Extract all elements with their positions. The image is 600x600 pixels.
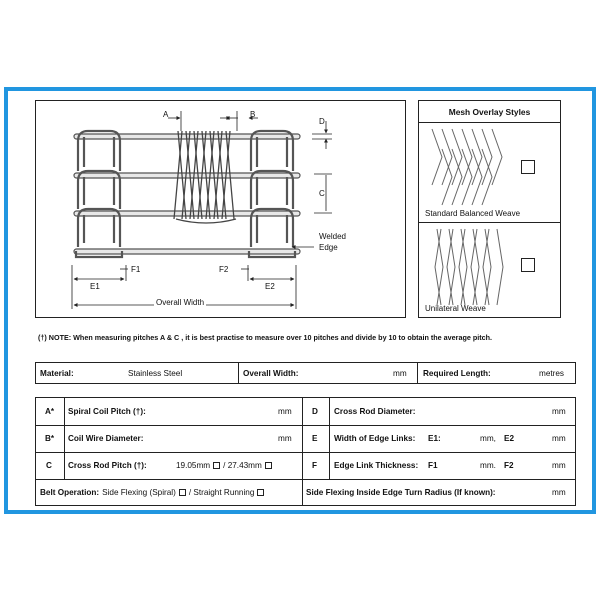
belt-diagram bbox=[71, 111, 332, 309]
spiral-coil-pitch-unit: mm bbox=[278, 407, 292, 416]
material-label: Material: bbox=[40, 368, 74, 378]
mesh-overlay-title: Mesh Overlay Styles bbox=[448, 107, 531, 117]
side-flexing-checkbox[interactable] bbox=[178, 488, 186, 496]
cross-rod-diameter-unit: mm bbox=[552, 407, 566, 416]
note-marker: (†) bbox=[38, 333, 47, 342]
pitch-option-27-label: / 27.43mm bbox=[223, 461, 262, 470]
spec-key-d: D bbox=[312, 407, 318, 416]
cross-rod-2 bbox=[73, 172, 301, 179]
dim-label-f2: F2 bbox=[219, 265, 229, 274]
dim-label-b: B bbox=[250, 110, 256, 119]
mesh-overlay-panel: Mesh Overlay Styles Standard Balanced We… bbox=[418, 100, 561, 318]
overall-width-unit: mm bbox=[393, 368, 407, 378]
turn-radius-label: Side Flexing Inside Edge Turn Radius (If… bbox=[306, 487, 496, 497]
pitch-option-19-label: 19.05mm bbox=[176, 461, 211, 470]
cross-rod-diameter-label: Cross Rod Diameter: bbox=[334, 407, 416, 416]
straight-running-option: / Straight Running bbox=[188, 487, 255, 497]
spec-col-line-2 bbox=[302, 398, 303, 505]
coil-wire-diameter-unit: mm bbox=[278, 434, 292, 443]
spec-row-line-2 bbox=[36, 452, 575, 453]
required-length-unit: metres bbox=[539, 368, 565, 378]
dim-label-e2: E2 bbox=[265, 282, 275, 291]
side-flexing-option: Side Flexing (Spiral) bbox=[102, 487, 176, 497]
edge-link-f2-unit: mm bbox=[552, 461, 566, 470]
spec-key-a: A* bbox=[45, 407, 55, 416]
edge-link-e1-unit: mm, bbox=[480, 434, 496, 443]
spec-table: A* Spiral Coil Pitch (†): mm D Cross Rod… bbox=[35, 397, 576, 506]
cross-rod-pitch-label: Cross Rod Pitch (†): bbox=[68, 461, 147, 470]
edge-link-e2-label: E2 bbox=[504, 434, 515, 443]
dim-label-c: C bbox=[319, 189, 325, 198]
row1-divider-1 bbox=[238, 363, 239, 383]
spiral-coils bbox=[173, 130, 237, 224]
pitch-27-checkbox[interactable] bbox=[264, 462, 272, 469]
turn-radius-unit: mm bbox=[552, 487, 566, 497]
spec-key-c: C bbox=[46, 461, 52, 470]
unilateral-weave-checkbox[interactable] bbox=[521, 258, 535, 272]
row1-divider-2 bbox=[417, 363, 418, 383]
balanced-weave-label: Standard Balanced Weave bbox=[425, 209, 521, 218]
required-length-label: Required Length: bbox=[423, 368, 491, 378]
edge-link-f1-unit: mm. bbox=[480, 461, 496, 470]
measurement-note: (†) NOTE: When measuring pitches A & C ,… bbox=[38, 333, 492, 342]
edge-link-width-label: Width of Edge Links: bbox=[334, 434, 416, 443]
balanced-weave-image bbox=[431, 128, 503, 206]
unilateral-weave-label: Unilateral Weave bbox=[425, 304, 486, 313]
balanced-weave-checkbox[interactable] bbox=[521, 160, 535, 174]
left-edge-links bbox=[74, 129, 124, 259]
belt-diagram-panel: A B D C E1 F1 F2 E2 Welded Edge Overall … bbox=[35, 100, 406, 318]
coil-wire-diameter-label: Coil Wire Diameter: bbox=[68, 434, 144, 443]
edge-link-f1-label: F1 bbox=[428, 461, 438, 470]
spec-row-line-3 bbox=[36, 479, 575, 480]
overlay-mid-divider bbox=[419, 222, 560, 223]
belt-operation-label: Belt Operation: bbox=[40, 487, 100, 497]
spec-key-f: F bbox=[312, 461, 318, 470]
cross-rod-4 bbox=[73, 248, 301, 255]
spec-col-line-1 bbox=[64, 398, 65, 479]
cross-rod-pitch-options: 19.05mm / 27.43mm bbox=[176, 452, 275, 479]
edge-link-e1-label: E1: bbox=[428, 434, 441, 443]
edge-link-thickness-label: Edge Link Thickness: bbox=[334, 461, 419, 470]
overlay-title-divider bbox=[419, 122, 560, 123]
edge-link-e2-unit: mm bbox=[552, 434, 566, 443]
cross-rod-3 bbox=[73, 210, 301, 217]
material-value[interactable]: Stainless Steel bbox=[128, 368, 183, 378]
dim-label-f1: F1 bbox=[131, 265, 141, 274]
overall-width-label: Overall Width bbox=[154, 298, 207, 307]
unilateral-weave-image bbox=[434, 228, 504, 306]
pitch-19-checkbox[interactable] bbox=[213, 462, 221, 469]
straight-running-checkbox[interactable] bbox=[257, 488, 265, 496]
material-row: Material: Stainless Steel Overall Width:… bbox=[35, 362, 576, 384]
spiral-coil-pitch-label: Spiral Coil Pitch (†): bbox=[68, 407, 146, 416]
overall-width-field-label: Overall Width: bbox=[243, 368, 299, 378]
welded-edge-label: Welded Edge bbox=[319, 232, 346, 252]
spec-key-b: B* bbox=[45, 434, 55, 443]
edge-link-f2-label: F2 bbox=[504, 461, 514, 470]
dim-label-d: D bbox=[319, 117, 325, 126]
note-text: NOTE: When measuring pitches A & C , it … bbox=[48, 333, 493, 342]
right-edge-links bbox=[247, 129, 297, 259]
belt-operation-row: Belt Operation: Side Flexing (Spiral) / … bbox=[40, 479, 267, 505]
dim-label-a: A bbox=[163, 110, 169, 119]
spec-row-line-1 bbox=[36, 425, 575, 426]
spec-key-e: E bbox=[312, 434, 318, 443]
dim-label-e1: E1 bbox=[90, 282, 100, 291]
spec-col-line-3 bbox=[329, 398, 330, 479]
